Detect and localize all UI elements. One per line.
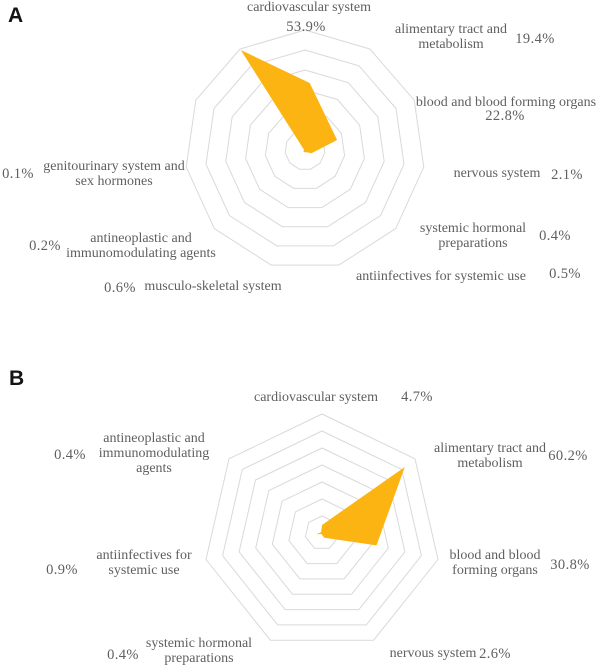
category-label-line: blood and blood forming organs [415,95,597,110]
category-label-line: forming organs [452,563,538,578]
category-label-line: nervous system [389,646,477,661]
category-label-line: antiinfectives for systemic use [356,269,526,284]
category-label-line: immunomodulating agents [66,246,216,261]
category-label-line: alimentary tract and [395,22,507,37]
radar-series-b [316,467,405,546]
chart-b-category-label-3: nervous system [390,646,477,661]
chart-a-value-label-8: 0.1% [2,166,34,182]
chart-a-value-label-1: 19.4% [515,31,555,47]
chart-a-category-label-2: blood and blood forming organs [416,95,596,110]
radar-ring [222,430,422,626]
radar-ring [205,413,439,641]
chart-a-category-label-3: nervous system [454,166,541,181]
category-label-line: metabolism [418,37,484,52]
category-label-line: musculo-skeletal system [144,279,282,294]
chart-a-value-label-0: 53.9% [286,19,326,35]
panel-b-label: B [9,367,25,390]
chart-b-value-label-4: 0.4% [107,647,139,663]
chart-b-category-label-0: cardiovascular system [254,390,378,405]
chart-a-value-label-3: 2.1% [551,167,583,183]
category-label-line: systemic use [108,563,180,578]
radar-ring [245,89,365,209]
radar-ring [205,49,405,247]
chart-a-value-label-6: 0.6% [104,280,136,296]
category-label-line: systemic hormonal [419,221,527,236]
category-label-line: antiinfectives for [96,548,192,563]
category-label-line: immunomodulating [98,446,210,461]
category-label-line: antineoplastic and [103,431,205,446]
radar-ring [264,109,346,189]
chart-a-value-label-7: 0.2% [29,238,61,254]
radar-series-a [240,50,338,154]
radar-ring [225,69,385,228]
category-label-line: nervous system [453,166,541,181]
chart-a-value-label-5: 0.5% [549,266,581,282]
category-label-line: antineoplastic and [90,231,192,246]
chart-b-value-label-1: 60.2% [548,448,588,464]
category-label-line: cardiovascular system [246,0,372,15]
category-label-line: preparations [164,651,234,666]
chart-b-value-label-3: 2.6% [479,646,511,662]
radar-ring [185,29,425,266]
radar-grid-a [185,29,425,266]
chart-a-value-label-4: 0.4% [539,228,571,244]
chart-a-value-label-2: 22.8% [485,108,525,124]
category-label-line: agents [136,461,172,476]
chart-a-category-label-0: cardiovascular system [247,0,371,15]
chart-b-value-label-2: 30.8% [550,557,590,573]
category-label-line: blood and blood [449,548,541,563]
category-label-line: metabolism [457,456,523,471]
category-label-line: cardiovascular system [253,390,379,405]
chart-b-value-label-0: 4.7% [401,389,433,405]
category-label-line: systemic hormonal [145,636,253,651]
category-label-line: alimentary tract and [434,441,546,456]
panel-a-label: A [8,4,24,27]
chart-a-category-label-6: musculo-skeletal system [144,279,281,294]
category-label-line: preparations [438,236,508,251]
chart-b-value-label-6: 0.4% [54,447,86,463]
category-label-line: genitourinary system and [43,159,185,174]
chart-a-category-label-5: antiinfectives for systemic use [356,269,526,284]
chart-b-value-label-5: 0.9% [46,562,78,578]
category-label-line: sex hormones [75,174,153,189]
